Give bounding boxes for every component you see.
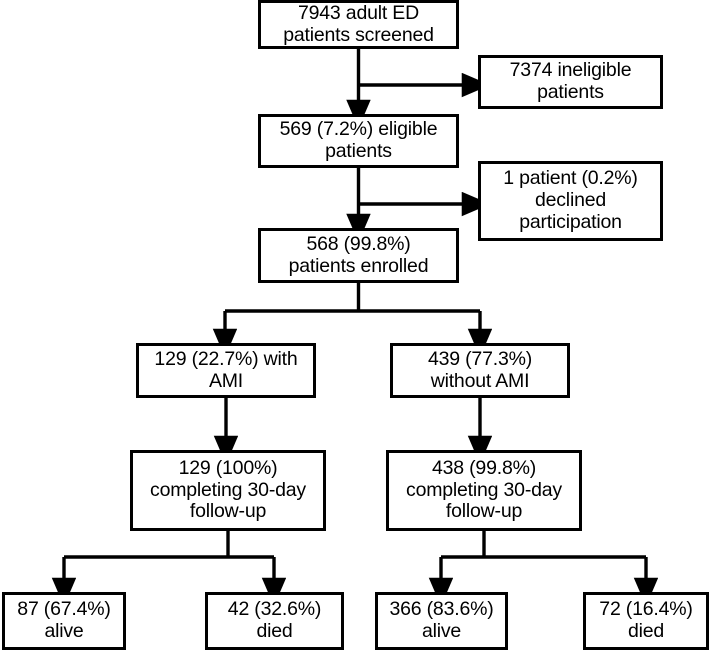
node-enrolled: 568 (99.8%) patients enrolled xyxy=(258,228,459,283)
node-ineligible-label: 7374 ineligible patients xyxy=(509,59,632,103)
node-ineligible: 7374 ineligible patients xyxy=(478,55,663,109)
node-enrolled-label: 568 (99.8%) patients enrolled xyxy=(288,232,429,277)
node-screened: 7943 adult ED patients screened xyxy=(258,0,459,49)
node-ami-died-label: 42 (32.6%) died xyxy=(227,598,322,642)
node-noami-followup: 438 (99.8%) completing 30-day follow-up xyxy=(386,450,582,531)
node-noami-alive-label: 366 (83.6%) alive xyxy=(389,598,494,642)
node-ami-followup: 129 (100%) completing 30-day follow-up xyxy=(130,450,326,531)
node-declined-label: 1 patient (0.2%) declined participation xyxy=(503,167,638,233)
node-with-ami: 129 (22.7%) with AMI xyxy=(136,343,316,398)
node-ami-died: 42 (32.6%) died xyxy=(205,592,344,650)
node-with-ami-label: 129 (22.7%) with AMI xyxy=(154,347,298,392)
node-noami-died: 72 (16.4%) died xyxy=(583,592,709,650)
node-declined: 1 patient (0.2%) declined participation xyxy=(478,161,663,241)
node-ami-alive-label: 87 (67.4%) alive xyxy=(17,598,111,642)
node-ami-alive: 87 (67.4%) alive xyxy=(2,592,126,650)
node-without-ami-label: 439 (77.3%) without AMI xyxy=(427,347,533,392)
node-eligible-label: 569 (7.2%) eligible patients xyxy=(279,118,438,162)
node-without-ami: 439 (77.3%) without AMI xyxy=(390,343,570,398)
node-eligible: 569 (7.2%) eligible patients xyxy=(258,114,459,168)
node-noami-died-label: 72 (16.4%) died xyxy=(599,598,693,642)
node-noami-followup-label: 438 (99.8%) completing 30-day follow-up xyxy=(406,456,562,523)
node-noami-alive: 366 (83.6%) alive xyxy=(375,592,508,650)
node-ami-followup-label: 129 (100%) completing 30-day follow-up xyxy=(150,456,306,523)
node-screened-label: 7943 adult ED patients screened xyxy=(283,1,434,46)
